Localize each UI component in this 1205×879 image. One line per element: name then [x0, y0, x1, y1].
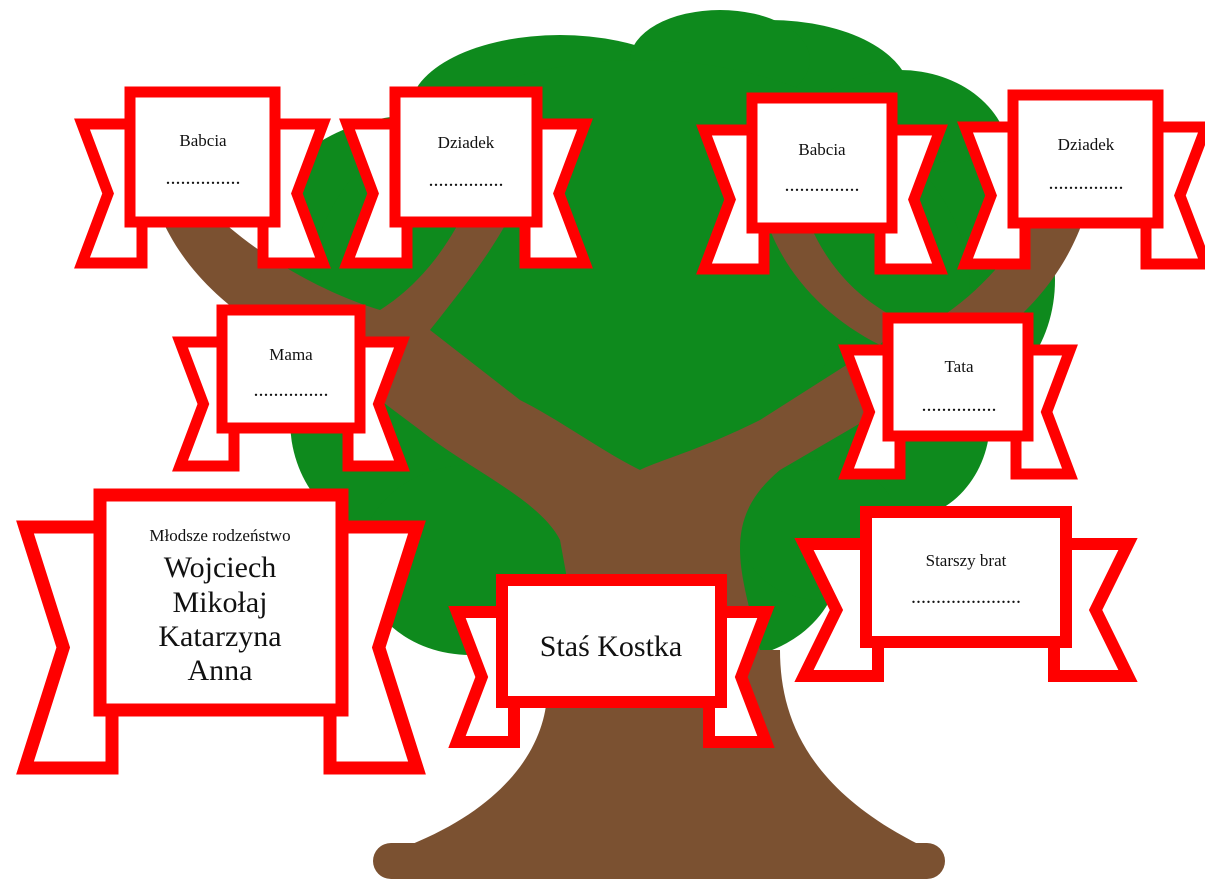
- younger-siblings-label: Młodsze rodzeństwo: [149, 526, 290, 545]
- banners-layer: [16, 86, 1205, 775]
- banner-younger-siblings: Młodsze rodzeństwo Wojciech Mikołaj Kata…: [149, 526, 290, 687]
- ribbon-older-brother: [794, 506, 1138, 682]
- ribbon-tail-right: [1048, 538, 1138, 682]
- younger-sibling-name: Mikołaj: [173, 586, 268, 619]
- banner-grandpa-maternal: Dziadek ...............: [429, 133, 504, 191]
- tree-trunk: [160, 200, 1085, 879]
- ribbon-grandma-maternal: [74, 86, 331, 269]
- grandma-paternal-placeholder: ...............: [785, 174, 860, 196]
- ribbon-panel: [496, 574, 727, 708]
- grandma-paternal-label: Babcia: [798, 140, 846, 159]
- ribbon-tail-right: [323, 520, 426, 775]
- younger-sibling-name: Wojciech: [164, 551, 277, 584]
- ribbon-panel: [860, 506, 1072, 648]
- ribbon-panel: [1007, 89, 1164, 229]
- older-brother-placeholder: ......................: [911, 586, 1021, 608]
- ribbon-younger-siblings: [16, 488, 426, 775]
- ribbon-father: [838, 312, 1078, 480]
- grandpa-paternal-label: Dziadek: [1058, 135, 1115, 154]
- mother-placeholder: ...............: [254, 379, 329, 401]
- banner-grandpa-paternal: Dziadek ...............: [1049, 135, 1124, 194]
- ribbon-self: [448, 574, 775, 748]
- grandpa-maternal-label: Dziadek: [438, 133, 495, 152]
- ribbon-panel: [746, 92, 898, 234]
- ribbon-panel: [93, 488, 349, 717]
- younger-sibling-name: Katarzyna: [158, 620, 281, 653]
- self-name: Staś Kostka: [540, 630, 683, 663]
- banner-grandma-maternal: Babcia ...............: [166, 131, 241, 189]
- ribbon-mother: [172, 304, 410, 472]
- banner-older-brother: Starszy brat ......................: [911, 551, 1021, 608]
- younger-sibling-name: Anna: [188, 654, 253, 687]
- ribbon-panel: [882, 312, 1034, 442]
- ribbon-grandma-paternal: [696, 92, 948, 275]
- father-label: Tata: [944, 357, 973, 376]
- ribbon-panel: [216, 304, 366, 434]
- grandma-maternal-label: Babcia: [179, 131, 227, 150]
- banner-father: Tata ...............: [922, 357, 997, 416]
- banner-self: Staś Kostka: [540, 630, 683, 663]
- father-placeholder: ...............: [922, 394, 997, 416]
- ribbon-grandpa-maternal: [339, 86, 593, 269]
- grandpa-maternal-placeholder: ...............: [429, 169, 504, 191]
- grandpa-paternal-placeholder: ...............: [1049, 172, 1124, 194]
- ribbon-panel: [124, 86, 281, 228]
- grandma-maternal-placeholder: ...............: [166, 167, 241, 189]
- ribbon-grandpa-paternal: [957, 89, 1205, 270]
- older-brother-label: Starszy brat: [926, 551, 1007, 570]
- mother-label: Mama: [269, 345, 313, 364]
- ribbon-panel: [389, 86, 543, 228]
- banner-grandma-paternal: Babcia ...............: [785, 140, 860, 196]
- banner-mother: Mama ...............: [254, 345, 329, 401]
